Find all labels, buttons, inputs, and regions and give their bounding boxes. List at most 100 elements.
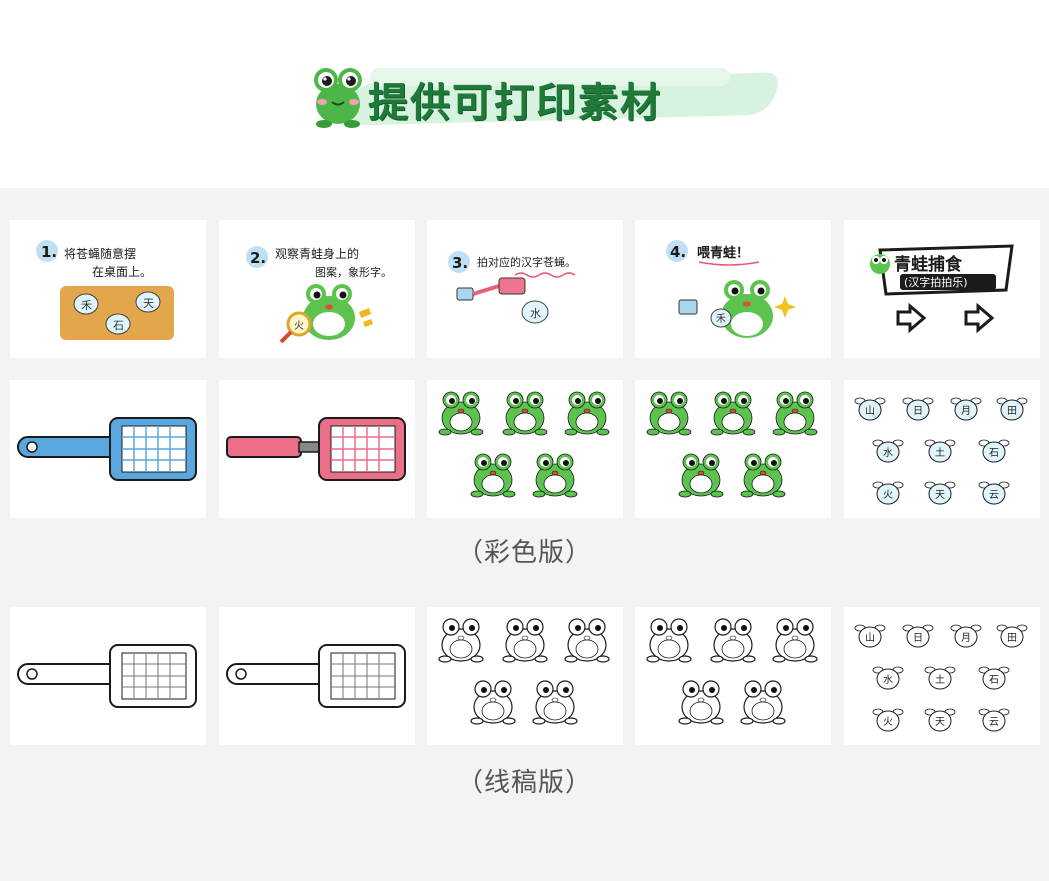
step4-number: 4. [670,243,686,261]
line-swatter-illustration-b [226,644,406,708]
pink-swatter-illustration [226,417,406,481]
frogs-color-card-a[interactable] [427,380,623,518]
arrow-right-icon [964,302,995,334]
fly-char: 禾 [716,313,726,325]
game-subtitle: (汉字拍拍乐) [904,275,968,289]
blue-swatter-illustration [17,417,197,481]
step2-illustration: 2. 观察青蛙身上的 图案，象形字。 火 [246,246,392,344]
flies-line-illustration: 山日月田水土石火天云 [854,624,1028,732]
line-swatter-card-a[interactable] [10,607,206,745]
fly-char: 山 [865,632,875,644]
frog-icon [646,391,692,436]
arrow-right-icon [896,302,927,334]
fly-icon: 天 [924,481,956,505]
fly-icon: 月 [950,397,982,421]
frogs-line-illustration-b [646,618,818,725]
frog-icon [303,284,355,340]
frog-icon [646,618,692,663]
fly-icon: 石 [978,666,1010,690]
swatter-icon [456,277,526,301]
frog-icon [438,618,484,663]
step1-illustration: 1. 将苍蝇随意摆 在桌面上。 禾 天 石 [36,240,174,340]
frogs-color-card-b[interactable] [635,380,831,518]
step4-text: 喂青蛙！ [697,245,749,261]
frog-icon [532,453,578,498]
fly-icon: 水 [872,439,904,463]
fly-char: 石 [989,448,999,459]
step3-number: 3. [452,254,468,272]
fly-char: 田 [1007,406,1017,417]
fly-char: 月 [961,405,971,417]
fly-icon: 石 [105,313,131,335]
fly-icon: 云 [978,481,1010,505]
fly-char: 月 [961,632,971,644]
step3-card[interactable]: 3. 拍对应的汉字苍蝇。 水 [427,220,623,358]
frog-icon [438,391,484,436]
game-title-card[interactable]: 青蛙捕食 (汉字拍拍乐) [844,220,1040,358]
fly-icon: 禾 [710,308,732,328]
step4-card[interactable]: 4. 喂青蛙！ 禾 [635,220,831,358]
frog-icon [502,391,548,436]
fly-char: 云 [989,490,999,501]
frog-icon [532,680,578,725]
step3-illustration: 3. 拍对应的汉字苍蝇。 水 [448,251,576,324]
fly-char: 天 [143,297,154,310]
materials-panel: 1. 将苍蝇随意摆 在桌面上。 禾 天 石 2. 观察青蛙身上的 图案，象形字。 [0,188,1049,881]
fly-icon: 土 [924,439,956,463]
fly-icon: 云 [978,708,1010,732]
step2-number: 2. [250,249,266,267]
frog-icon [678,453,724,498]
frog-icon [564,618,610,663]
fly-icon: 山 [854,397,886,421]
fly-icon: 日 [902,397,934,421]
frogs-line-card-a[interactable] [427,607,623,745]
pink-swatter-card[interactable] [219,380,415,518]
step2-card[interactable]: 2. 观察青蛙身上的 图案，象形字。 火 [219,220,415,358]
page-title: 提供可打印素材 [368,80,662,126]
step1-card[interactable]: 1. 将苍蝇随意摆 在桌面上。 禾 天 石 [10,220,206,358]
frog-icon [470,680,516,725]
frog-icon [470,453,516,498]
fly-char: 水 [883,447,893,459]
frog-icon [740,453,786,498]
fly-char: 禾 [81,299,92,312]
step1-text-a: 将苍蝇随意摆 [64,246,136,261]
line-swatter-card-b[interactable] [219,607,415,745]
step2-text-a: 观察青蛙身上的 [275,246,359,261]
color-version-label: （彩色版） [456,538,592,568]
frogs-line-card-b[interactable] [635,607,831,745]
fly-char: 山 [865,405,875,417]
fly-char: 日 [913,406,923,417]
fly-icon: 田 [996,397,1028,421]
frog-icon [870,254,890,274]
fly-char: 火 [294,320,304,332]
fly-char: 云 [989,717,999,728]
frog-logo-icon [314,68,362,128]
fly-char: 土 [935,446,945,459]
title-brush-highlight-2 [370,68,730,86]
sparkle-icon [774,296,796,318]
step1-text-b: 在桌面上。 [92,265,152,279]
game-title: 青蛙捕食 [894,254,963,275]
fly-icon: 火 [872,481,904,505]
frog-icon [740,680,786,725]
blue-swatter-card[interactable] [10,380,206,518]
step3-text: 拍对应的汉字苍蝇。 [477,255,576,269]
flies-color-illustration: 山 日 月 田水 土 石火 天 云 [854,397,1028,505]
frogs-color-illustration-b [646,391,818,498]
step4-illustration: 4. 喂青蛙！ 禾 [666,240,796,338]
frog-icon [710,391,756,436]
frog-icon [721,280,773,338]
frog-icon [772,391,818,436]
frog-icon [710,618,756,663]
fly-icon: 天 [135,291,161,313]
fly-char: 石 [989,675,999,686]
fly-icon: 山 [854,624,886,648]
fly-icon: 石 [978,439,1010,463]
fly-icon: 火 [872,708,904,732]
fly-char: 火 [883,489,893,501]
fly-char: 水 [883,674,893,686]
flies-color-card[interactable]: 山 日 月 田水 土 石火 天 云 [844,380,1040,518]
header: 提供可打印素材 [0,0,1049,188]
flies-line-card[interactable]: 山日月田水土石火天云 [844,607,1040,745]
